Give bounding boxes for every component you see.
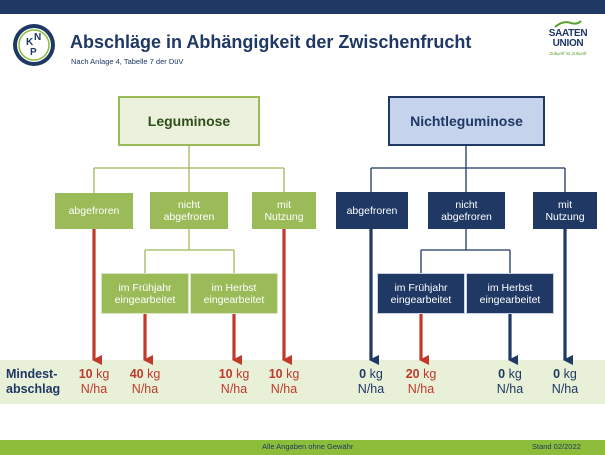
mindestabschlag-band (0, 360, 605, 404)
node-leguminose-label: Leguminose (147, 113, 231, 129)
node-nleg-abgefroren-label: abgefroren (346, 204, 398, 217)
footer-stand: Stand 02/2022 (532, 442, 581, 451)
footer-disclaimer: Alle Angaben ohne Gewähr (262, 442, 354, 451)
node-nichtleguminose: Nichtleguminose (388, 96, 545, 146)
node-leguminose: Leguminose (118, 96, 260, 146)
footer-bar: Alle Angaben ohne Gewähr Stand 02/2022 (0, 440, 605, 455)
brand-line1: SAATEN (548, 28, 588, 39)
svg-text:P: P (30, 47, 37, 58)
top-bar (0, 0, 605, 14)
brand-tagline: Zukunft ist Zukunft (549, 51, 587, 56)
node-leg-abgefroren-label: abgefroren (68, 205, 120, 217)
saaten-union-logo: SAATEN UNION Zukunft ist Zukunft (540, 20, 596, 60)
brand-line2: UNION (552, 38, 584, 49)
mindestabschlag-label: Mindest-abschlag (6, 367, 61, 396)
node-nleg-abgefroren: abgefroren (336, 192, 408, 229)
node-nichtleguminose-label: Nichtleguminose (410, 113, 523, 129)
page-title: Abschläge in Abhängigkeit der Zwischenfr… (70, 32, 472, 52)
leaf-wave-icon (554, 20, 582, 28)
node-leg-abgefroren: abgefroren (55, 193, 133, 229)
knp-logo-icon: K N P (13, 24, 55, 66)
page-subtitle: Nach Anlage 4, Tabelle 7 der DüV (71, 57, 184, 66)
svg-text:N: N (34, 32, 41, 43)
svg-text:K: K (26, 37, 34, 48)
